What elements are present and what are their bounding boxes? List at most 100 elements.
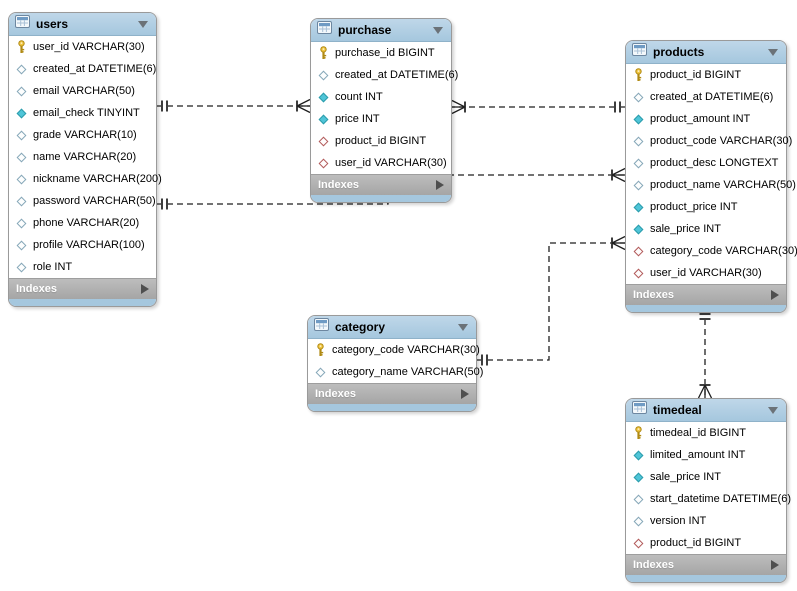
column-label: profile VARCHAR(100) (33, 239, 145, 251)
column-row-role[interactable]: role INT (9, 256, 156, 278)
expand-arrow-icon[interactable] (141, 284, 149, 294)
table-footer (311, 195, 451, 202)
column-row-category_name[interactable]: category_name VARCHAR(50) (308, 361, 483, 383)
foreign-key-icon (632, 246, 645, 256)
column-row-user_id[interactable]: user_id VARCHAR(30) (311, 152, 451, 174)
table-header-users[interactable]: users (9, 13, 156, 36)
table-header-category[interactable]: category (308, 316, 476, 339)
relationship-products-to-timedeal[interactable] (697, 309, 713, 399)
nullable-diamond (633, 158, 644, 168)
nullable-diamond (16, 174, 27, 184)
relationship-users-to-purchase[interactable] (157, 98, 311, 114)
notnull-icon (317, 92, 330, 102)
column-row-phone[interactable]: phone VARCHAR(20) (9, 212, 156, 234)
relationship-products-to-purchase[interactable] (451, 99, 625, 115)
column-row-version[interactable]: version INT (626, 510, 786, 532)
table-header-purchase[interactable]: purchase (311, 19, 451, 42)
relationship-category-to-products[interactable] (477, 235, 626, 366)
indexes-bar[interactable]: Indexes (626, 554, 786, 575)
nullable-icon (15, 86, 28, 96)
column-row-product_name[interactable]: product_name VARCHAR(50) (626, 174, 796, 196)
expand-arrow-icon[interactable] (461, 389, 469, 399)
collapse-arrow-icon[interactable] (768, 406, 778, 414)
nullable-diamond (633, 494, 644, 504)
column-row-grade[interactable]: grade VARCHAR(10) (9, 124, 156, 146)
column-row-product_desc[interactable]: product_desc LONGTEXT (626, 152, 786, 174)
column-label: password VARCHAR(50) (33, 195, 156, 207)
nullable-icon (15, 64, 28, 74)
notnull-icon (15, 108, 28, 118)
table-icon (15, 15, 30, 33)
column-row-user_id[interactable]: user_id VARCHAR(30) (626, 262, 786, 284)
column-row-product_code[interactable]: product_code VARCHAR(30) (626, 130, 792, 152)
column-row-purchase_id[interactable]: purchase_id BIGINT (311, 42, 451, 64)
table-products[interactable]: products product_id BIGINT created_at DATE… (625, 40, 797, 313)
indexes-label: Indexes (633, 559, 674, 571)
nullable-icon (15, 130, 28, 140)
column-label: user_id VARCHAR(30) (650, 267, 762, 279)
expand-arrow-icon[interactable] (771, 290, 779, 300)
column-row-product_id[interactable]: product_id BIGINT (311, 130, 451, 152)
table-icon (314, 318, 329, 336)
column-row-name[interactable]: name VARCHAR(20) (9, 146, 156, 168)
column-label: product_id BIGINT (650, 69, 742, 81)
column-row-created_at[interactable]: created_at DATETIME(6) (311, 64, 458, 86)
indexes-label: Indexes (16, 283, 57, 295)
column-label: product_id BIGINT (650, 537, 742, 549)
table-header-timedeal[interactable]: timedeal (626, 399, 786, 422)
nullable-icon (314, 367, 327, 377)
table-footer (626, 305, 786, 312)
column-row-product_id[interactable]: product_id BIGINT (626, 532, 786, 554)
indexes-bar[interactable]: Indexes (311, 174, 451, 195)
column-row-email_check[interactable]: email_check TINYINT (9, 102, 156, 124)
column-row-start_datetime[interactable]: start_datetime DATETIME(6) (626, 488, 791, 510)
column-row-limited_amount[interactable]: limited_amount INT (626, 444, 786, 466)
table-title: category (335, 320, 386, 334)
column-row-product_id[interactable]: product_id BIGINT (626, 64, 786, 86)
column-row-user_id[interactable]: user_id VARCHAR(30) (9, 36, 156, 58)
column-label: product_id BIGINT (335, 135, 427, 147)
notnull-icon (632, 472, 645, 482)
nullable-icon (632, 136, 645, 146)
column-row-password[interactable]: password VARCHAR(50) (9, 190, 156, 212)
indexes-bar[interactable]: Indexes (626, 284, 786, 305)
column-row-category_code[interactable]: category_code VARCHAR(30) (308, 339, 480, 361)
expand-arrow-icon[interactable] (771, 560, 779, 570)
column-row-sale_price[interactable]: sale_price INT (626, 218, 786, 240)
indexes-bar[interactable]: Indexes (308, 383, 476, 404)
collapse-arrow-icon[interactable] (138, 20, 148, 28)
column-label: start_datetime DATETIME(6) (650, 493, 791, 505)
column-label: sale_price INT (650, 471, 721, 483)
column-label: product_code VARCHAR(30) (650, 135, 793, 147)
table-header-products[interactable]: products (626, 41, 786, 64)
column-row-price[interactable]: price INT (311, 108, 451, 130)
nullable-icon (15, 262, 28, 272)
column-row-email[interactable]: email VARCHAR(50) (9, 80, 156, 102)
column-row-product_price[interactable]: product_price INT (626, 196, 786, 218)
column-row-sale_price[interactable]: sale_price INT (626, 466, 786, 488)
table-category[interactable]: category category_code VARCHAR(30)categor… (307, 315, 483, 412)
column-row-created_at[interactable]: created_at DATETIME(6) (626, 86, 786, 108)
collapse-arrow-icon[interactable] (458, 323, 468, 331)
indexes-bar[interactable]: Indexes (9, 278, 156, 299)
collapse-arrow-icon[interactable] (433, 26, 443, 34)
table-title: purchase (338, 23, 392, 37)
relationship-line[interactable] (477, 242, 625, 361)
foreign-key-icon (632, 538, 645, 548)
column-row-count[interactable]: count INT (311, 86, 451, 108)
collapse-arrow-icon[interactable] (768, 48, 778, 56)
column-row-category_code[interactable]: category_code VARCHAR(30) (626, 240, 797, 262)
column-row-nickname[interactable]: nickname VARCHAR(200) (9, 168, 162, 190)
column-row-timedeal_id[interactable]: timedeal_id BIGINT (626, 422, 786, 444)
column-label: name VARCHAR(20) (33, 151, 137, 163)
expand-arrow-icon[interactable] (436, 180, 444, 190)
nullable-icon (632, 494, 645, 504)
notnull-icon (317, 114, 330, 124)
column-row-created_at[interactable]: created_at DATETIME(6) (9, 58, 156, 80)
column-row-profile[interactable]: profile VARCHAR(100) (9, 234, 156, 256)
column-row-product_amount[interactable]: product_amount INT (626, 108, 786, 130)
